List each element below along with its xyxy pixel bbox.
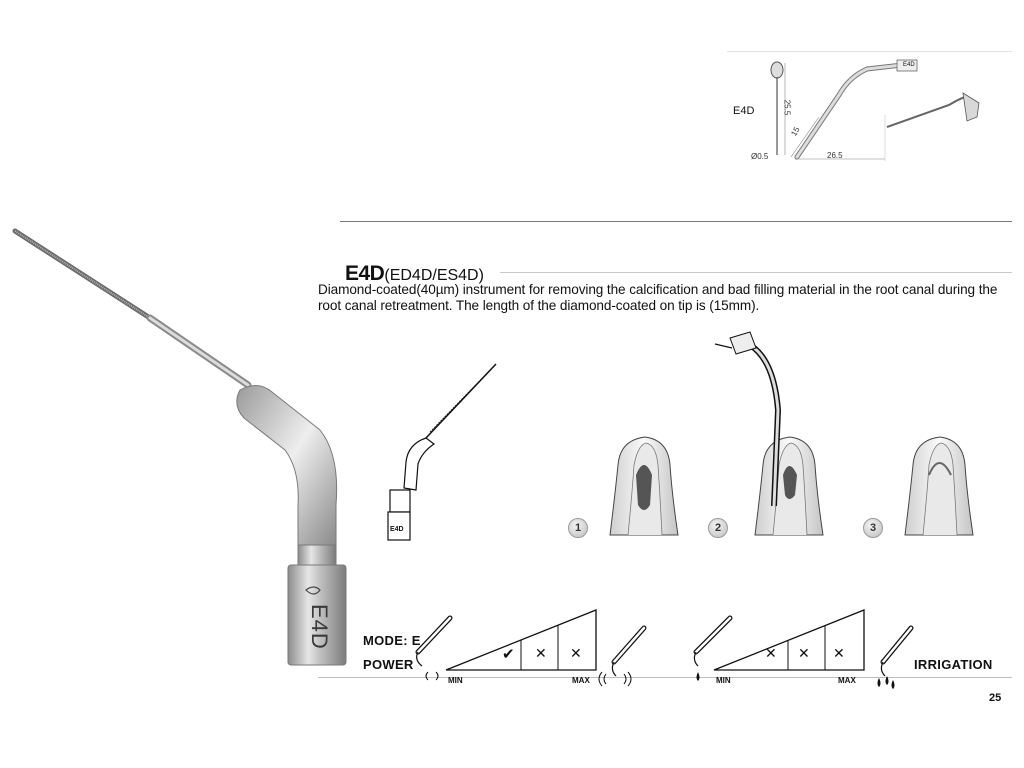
height-dimension: 25.5 (782, 99, 792, 116)
bottom-divider (318, 677, 1012, 678)
dimension-drawing (770, 59, 980, 161)
step-number-1: 1 (568, 518, 588, 538)
irrigation-mark-1: ✕ (765, 645, 777, 661)
irrigation-max-label: MAX (838, 676, 856, 685)
power-min-label: MIN (448, 676, 463, 685)
power-scale (415, 609, 597, 681)
power-mark-3: ✕ (570, 645, 582, 661)
high-power-handpiece-icon (598, 625, 647, 687)
high-irrigation-handpiece-icon (877, 625, 914, 689)
small-instrument-illustration (387, 363, 497, 541)
step-number-3: 3 (863, 518, 883, 538)
irrigation-scale (693, 609, 865, 681)
tooth-step-1 (609, 436, 679, 536)
section-divider (340, 221, 1012, 222)
product-variants: (ED4D/ES4D) (384, 267, 484, 284)
irrigation-mark-3: ✕ (833, 645, 845, 661)
power-max-label: MAX (572, 676, 590, 685)
dimension-diagram: E4D 25.5 15 26.5 Ø0.5 E4D (727, 55, 1017, 170)
power-mark-1: ✔ (502, 646, 515, 663)
title-underline (500, 272, 1012, 273)
mode-label: MODE: E (363, 633, 421, 648)
power-mark-2: ✕ (535, 645, 547, 661)
diameter-dimension: Ø0.5 (751, 152, 769, 161)
page-number: 25 (989, 692, 1002, 704)
tooth-step-3 (904, 436, 974, 536)
product-title: E4D(ED4D/ES4D) (345, 262, 484, 286)
irrigation-label: IRRIGATION (914, 657, 993, 672)
top-divider (727, 51, 1012, 52)
power-label: POWER (363, 657, 414, 672)
product-code: E4D (345, 262, 385, 285)
step-number-2: 2 (708, 518, 728, 538)
small-instrument-label: E4D (390, 526, 404, 533)
tooth-steps-illustration (609, 331, 974, 536)
base-dimension: 26.5 (827, 151, 843, 160)
tooth-step-2 (754, 436, 824, 536)
instrument-engraving: E4D (307, 604, 332, 650)
product-description: Diamond-coated(40µm) instrument for remo… (318, 282, 998, 313)
irrigation-min-label: MIN (716, 676, 731, 685)
irrigation-mark-2: ✕ (798, 645, 810, 661)
diagram-label: E4D (733, 105, 755, 117)
large-instrument-illustration (12, 228, 347, 666)
tip-tag-dimension: E4D (903, 62, 915, 68)
